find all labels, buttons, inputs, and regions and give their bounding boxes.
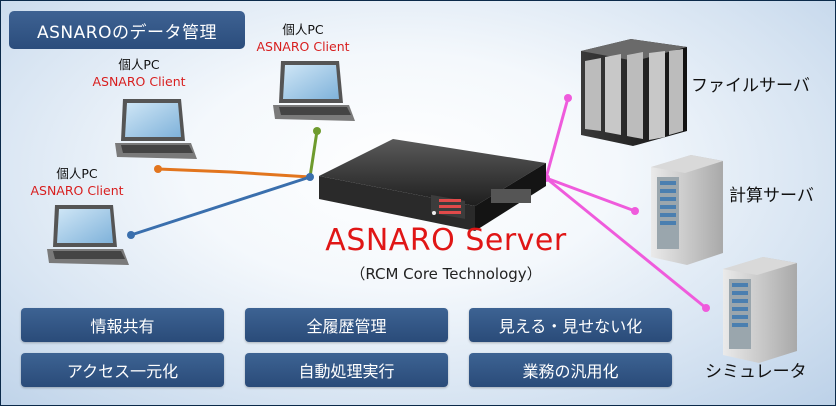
tower-server-icon bbox=[651, 155, 723, 265]
feature-box: 業務の汎用化 bbox=[469, 353, 672, 387]
link-dot bbox=[154, 165, 162, 173]
feature-box: アクセス一元化 bbox=[21, 353, 224, 387]
laptop-icon bbox=[273, 61, 355, 121]
client-pc-label: 個人PC bbox=[56, 166, 98, 181]
client-label-top: 個人PC ASNARO Client bbox=[243, 21, 363, 55]
tower-server-icon bbox=[723, 257, 797, 363]
simulator-label: シミュレータ bbox=[705, 362, 807, 382]
laptop-icon bbox=[115, 99, 197, 159]
client-app-label: ASNARO Client bbox=[256, 39, 350, 54]
feature-box: 情報共有 bbox=[21, 308, 224, 342]
client-app-label: ASNARO Client bbox=[30, 183, 124, 198]
device-link-simulator bbox=[545, 176, 707, 310]
client-link-middle bbox=[157, 167, 311, 179]
feature-box: 見える・見せない化 bbox=[469, 308, 672, 342]
feature-box: 全履歴管理 bbox=[245, 308, 448, 342]
client-pc-label: 個人PC bbox=[282, 22, 324, 37]
device-link-file-server bbox=[544, 97, 570, 179]
client-label-middle: 個人PC ASNARO Client bbox=[79, 56, 199, 90]
link-dot bbox=[631, 207, 639, 215]
client-link-bottom bbox=[130, 175, 311, 237]
client-link-top bbox=[308, 130, 319, 178]
link-dot bbox=[313, 127, 321, 135]
file-server-label: ファイルサーバ bbox=[691, 76, 810, 96]
compute-server-label: 計算サーバ bbox=[729, 186, 814, 206]
link-dot bbox=[564, 94, 572, 102]
link-dot bbox=[127, 231, 135, 239]
file-server-icon bbox=[581, 39, 687, 146]
page-title: ASNAROのデータ管理 bbox=[9, 11, 245, 49]
rack-server-icon bbox=[319, 139, 546, 231]
laptop-icon bbox=[47, 205, 129, 265]
client-pc-label: 個人PC bbox=[118, 57, 160, 72]
client-label-bottom: 個人PC ASNARO Client bbox=[17, 165, 137, 199]
link-dot bbox=[306, 173, 314, 181]
server-subtitle: （RCM Core Technology） bbox=[350, 265, 542, 283]
feature-box: 自動処理実行 bbox=[245, 353, 448, 387]
link-dot bbox=[702, 304, 710, 312]
device-link-compute bbox=[545, 176, 636, 213]
client-app-label: ASNARO Client bbox=[92, 74, 186, 89]
server-name: ASNARO Server bbox=[325, 223, 567, 258]
